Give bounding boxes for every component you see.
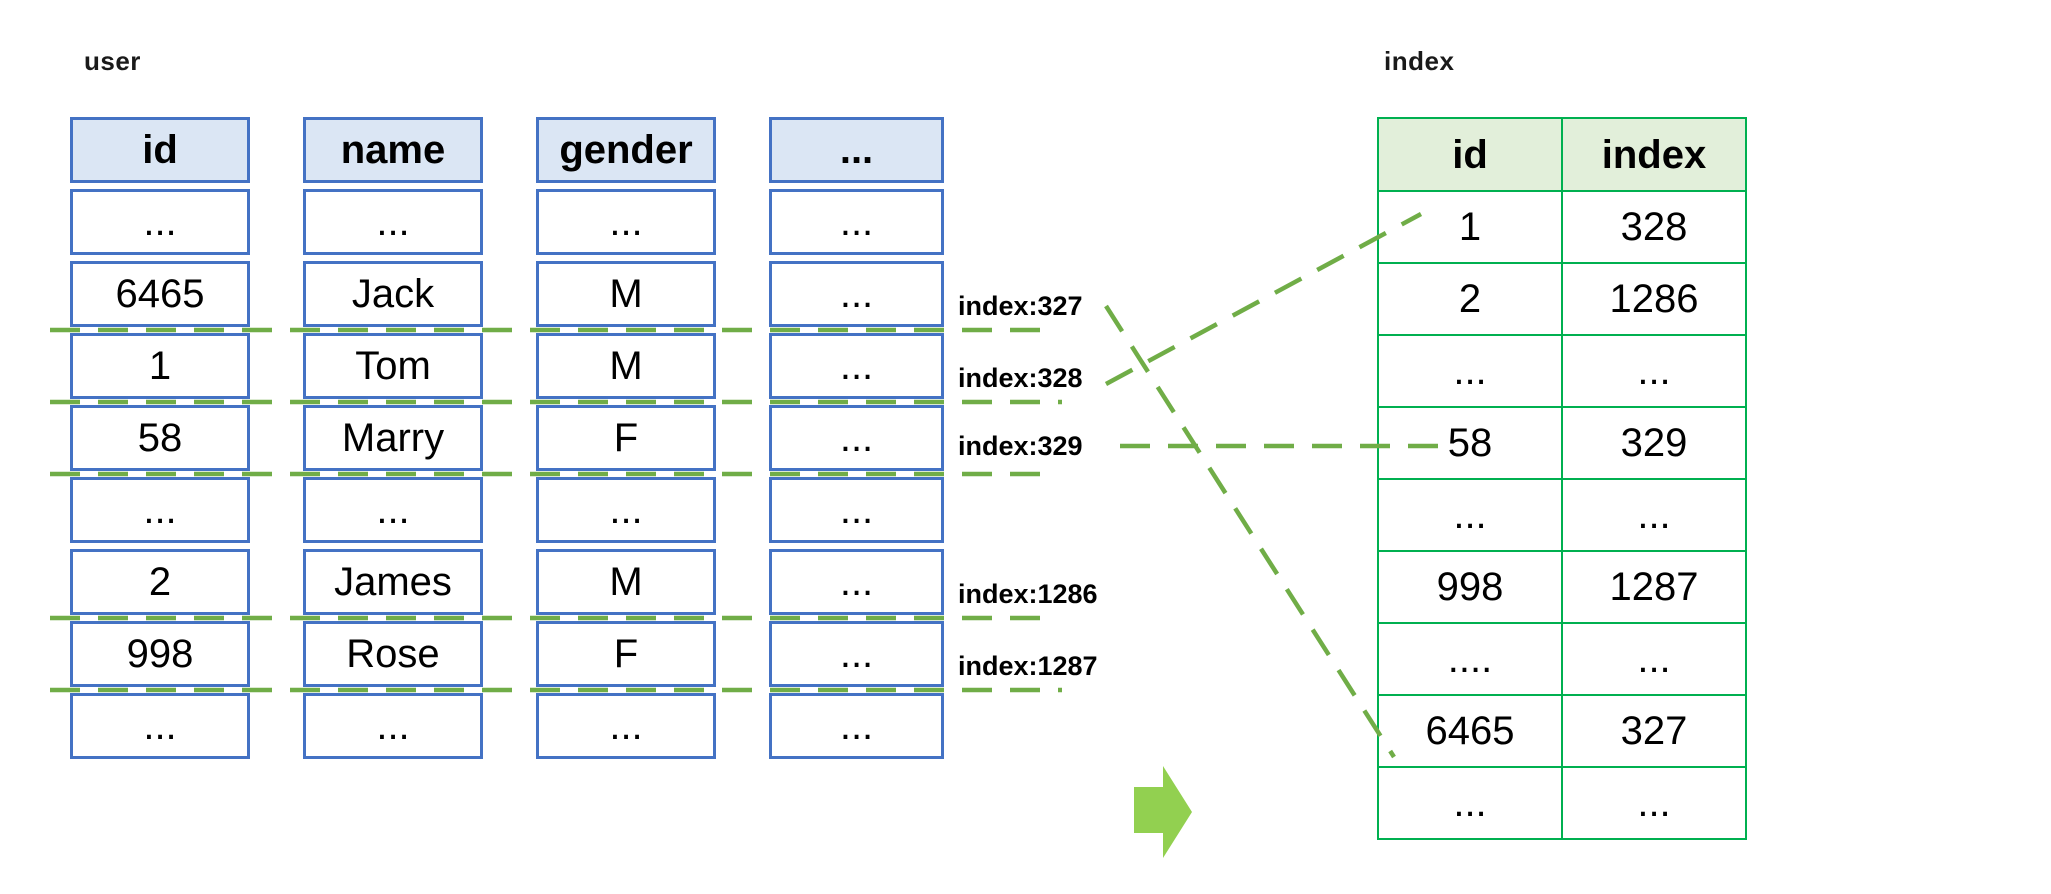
user-header-name: name [303, 117, 483, 183]
user-cell-id-4: ... [70, 477, 250, 543]
user-cell-gender-4: ... [536, 477, 716, 543]
user-cell-name-1: Jack [303, 261, 483, 327]
index-cell-r8-id: ... [1378, 767, 1562, 839]
index-cell-r4-id: ... [1378, 479, 1562, 551]
index-cell-r5-idx: 1287 [1562, 551, 1746, 623]
user-column-more: ... ... ... ... ... ... ... ... ... [769, 117, 944, 759]
user-cell-name-0: ... [303, 189, 483, 255]
connector-328-to-1 [1104, 212, 1423, 386]
user-column-gender: gender ... M M F ... M F ... [536, 117, 716, 759]
user-cell-gender-1: M [536, 261, 716, 327]
pointer-label-328: index:328 [958, 362, 1083, 393]
index-table-title: index [1384, 46, 1455, 76]
user-cell-id-7: ... [70, 693, 250, 759]
user-header-gender: gender [536, 117, 716, 183]
index-cell-r3-idx: 329 [1562, 407, 1746, 479]
user-cell-name-3: Marry [303, 405, 483, 471]
user-table-title: user [84, 46, 141, 76]
index-cell-r5-id: 998 [1378, 551, 1562, 623]
index-cell-r2-idx: ... [1562, 335, 1746, 407]
user-cell-more-5: ... [769, 549, 944, 615]
user-cell-more-6: ... [769, 621, 944, 687]
index-cell-r7-idx: 327 [1562, 695, 1746, 767]
index-cell-r7-id: 6465 [1378, 695, 1562, 767]
index-cell-r2-id: ... [1378, 335, 1562, 407]
user-cell-id-2: 1 [70, 333, 250, 399]
index-cell-r4-idx: ... [1562, 479, 1746, 551]
index-cell-r1-idx: 1286 [1562, 263, 1746, 335]
pointer-label-327: index:327 [958, 290, 1083, 321]
connector-327-to-6465 [1104, 304, 1396, 759]
user-cell-more-3: ... [769, 405, 944, 471]
user-cell-id-3: 58 [70, 405, 250, 471]
user-cell-more-4: ... [769, 477, 944, 543]
pointer-label-1287: index:1287 [958, 650, 1098, 681]
index-cell-r6-id: .... [1378, 623, 1562, 695]
user-cell-name-4: ... [303, 477, 483, 543]
index-cell-r3-id: 58 [1378, 407, 1562, 479]
user-cell-name-5: James [303, 549, 483, 615]
index-table: id index 1 328 2 1286 ... ... 58 329 ...… [1377, 117, 1747, 840]
user-cell-name-2: Tom [303, 333, 483, 399]
user-cell-gender-0: ... [536, 189, 716, 255]
user-header-more: ... [769, 117, 944, 183]
user-cell-gender-5: M [536, 549, 716, 615]
user-cell-more-2: ... [769, 333, 944, 399]
user-cell-more-1: ... [769, 261, 944, 327]
user-cell-gender-7: ... [536, 693, 716, 759]
user-cell-more-7: ... [769, 693, 944, 759]
user-column-id: id ... 6465 1 58 ... 2 998 ... [70, 117, 250, 759]
index-header-index: index [1562, 118, 1746, 191]
arrow-right-icon [1134, 766, 1192, 858]
user-cell-id-6: 998 [70, 621, 250, 687]
user-cell-name-6: Rose [303, 621, 483, 687]
user-cell-name-7: ... [303, 693, 483, 759]
user-cell-gender-2: M [536, 333, 716, 399]
index-header-id: id [1378, 118, 1562, 191]
user-cell-gender-3: F [536, 405, 716, 471]
index-cell-r8-idx: ... [1562, 767, 1746, 839]
user-cell-more-0: ... [769, 189, 944, 255]
user-header-id: id [70, 117, 250, 183]
index-cell-r0-idx: 328 [1562, 191, 1746, 263]
index-cell-r1-id: 2 [1378, 263, 1562, 335]
user-column-name: name ... Jack Tom Marry ... James Rose .… [303, 117, 483, 759]
pointer-label-1286: index:1286 [958, 578, 1098, 609]
user-cell-id-1: 6465 [70, 261, 250, 327]
index-cell-r6-idx: ... [1562, 623, 1746, 695]
user-cell-id-0: ... [70, 189, 250, 255]
pointer-label-329: index:329 [958, 430, 1083, 461]
user-cell-id-5: 2 [70, 549, 250, 615]
index-cell-r0-id: 1 [1378, 191, 1562, 263]
user-cell-gender-6: F [536, 621, 716, 687]
